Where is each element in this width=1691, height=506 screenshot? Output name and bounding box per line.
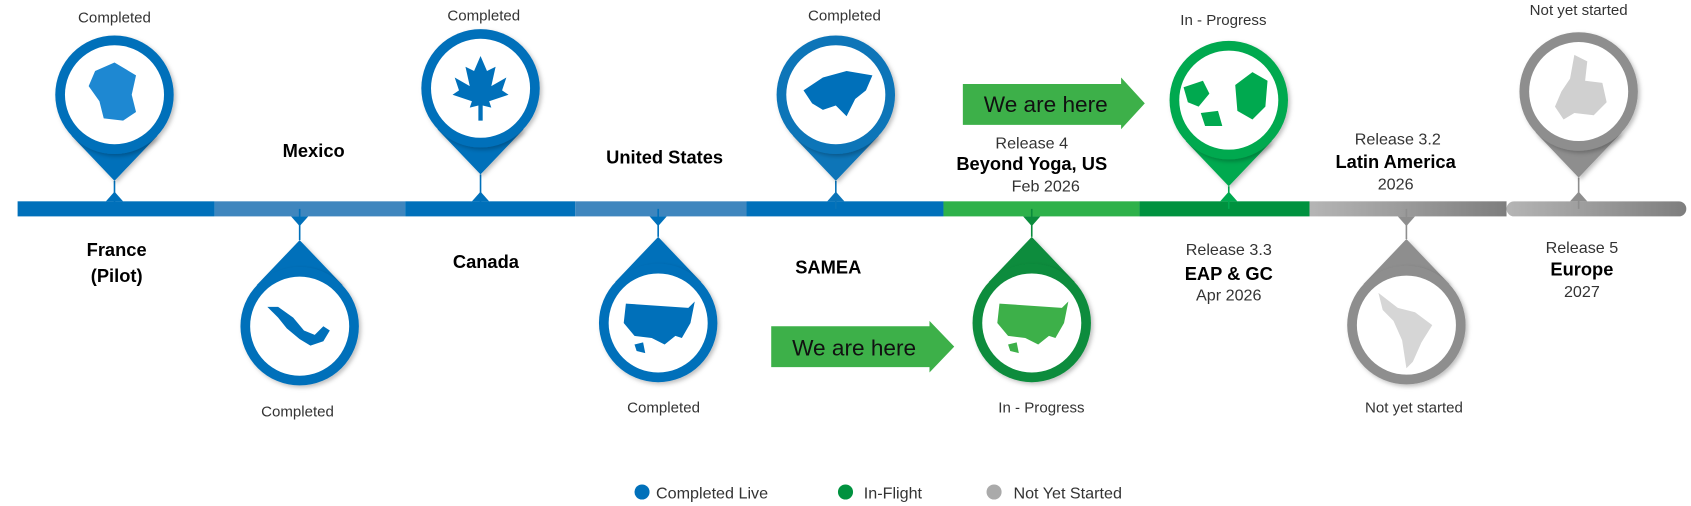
- status-beyond-yoga: In - Progress: [998, 399, 1084, 416]
- status-canada: Completed: [447, 7, 520, 24]
- france-map-icon: [88, 62, 137, 121]
- status-united-states: Completed: [627, 399, 700, 416]
- segment-release5: [1506, 201, 1687, 217]
- usa-map-icon: [623, 301, 695, 354]
- pin-notch: [471, 191, 490, 202]
- pin-notch: [105, 191, 124, 202]
- legend: Completed Live In-Flight Not Yet Started: [634, 484, 1122, 502]
- label-united-states: United States: [606, 147, 723, 168]
- status-samea: Completed: [808, 7, 881, 24]
- we-are-here-arrow-top: We are here: [962, 77, 1145, 130]
- status-europe: Not yet started: [1530, 2, 1628, 19]
- mexico-map-icon: [267, 306, 330, 346]
- legend-not-started: Not Yet Started: [1013, 484, 1121, 502]
- segment-release4: [943, 201, 1140, 217]
- segment-canada: [405, 201, 576, 217]
- label-latin-america: Latin America: [1335, 151, 1456, 172]
- svg-text:We are here: We are here: [984, 92, 1108, 117]
- legend-completed: Completed Live: [656, 484, 768, 502]
- release-4-label: Release 4: [995, 135, 1068, 153]
- label-eap-gc: EAP & GC: [1185, 263, 1273, 284]
- date-beyond-yoga: Feb 2026: [1012, 178, 1080, 196]
- date-europe: 2027: [1564, 283, 1600, 301]
- asia-map-icon: [803, 71, 873, 117]
- pin-4: [598, 208, 718, 383]
- we-are-here-arrow-bottom: We are here: [771, 320, 955, 373]
- timeline-bar: [17, 201, 1687, 217]
- segment-samea: [746, 201, 944, 217]
- pin-notch: [291, 216, 309, 227]
- status-eap-gc: In - Progress: [1180, 12, 1266, 29]
- latin-america-map-icon: [1378, 292, 1433, 369]
- maple-leaf-icon: [452, 55, 509, 121]
- date-eap-gc: Apr 2026: [1196, 286, 1261, 304]
- asia-pacific-map-icon: [1183, 72, 1268, 126]
- europe-map-icon: [1554, 54, 1607, 120]
- pin-notch: [649, 216, 667, 227]
- legend-dot-inflight: [837, 484, 854, 500]
- pin-notch: [827, 191, 845, 202]
- label-beyond-yoga: Beyond Yoga, US: [956, 153, 1107, 174]
- label-canada: Canada: [453, 251, 520, 272]
- pin-notch: [1397, 216, 1416, 227]
- status-mexico: Completed: [261, 404, 334, 421]
- release-5-label: Release 5: [1546, 239, 1619, 257]
- pin-9: [1519, 32, 1638, 209]
- label-mexico: Mexico: [283, 140, 345, 161]
- legend-inflight: In-Flight: [864, 484, 923, 502]
- pin-5: [776, 35, 896, 209]
- label-france: France: [87, 239, 147, 260]
- svg-text:We are here: We are here: [792, 335, 916, 360]
- pin-notch: [1220, 191, 1238, 202]
- segment-release33: [1139, 201, 1310, 217]
- usa-map-icon: [997, 301, 1069, 354]
- segment-mexico: [214, 201, 406, 217]
- status-france: Completed: [78, 10, 151, 27]
- pin-1: [55, 35, 174, 209]
- pin-8: [1347, 208, 1466, 385]
- pin-6: [972, 208, 1091, 383]
- segment-us: [575, 201, 747, 217]
- pin-notch: [1570, 191, 1588, 202]
- label-france-pilot: (Pilot): [91, 265, 143, 286]
- pin-7: [1169, 40, 1288, 209]
- pin-3: [421, 29, 540, 209]
- pin-2: [240, 208, 359, 386]
- segment-france: [17, 201, 215, 217]
- pin-notch: [1023, 216, 1041, 227]
- label-samea: SAMEA: [795, 256, 861, 277]
- release-32-label: Release 3.2: [1355, 130, 1441, 148]
- legend-dot-not-started: [986, 484, 1002, 500]
- legend-dot-completed: [634, 484, 650, 500]
- status-latin-america: Not yet started: [1365, 399, 1463, 416]
- date-latin-america: 2026: [1378, 175, 1414, 193]
- release-33-label: Release 3.3: [1186, 241, 1272, 259]
- segment-release32: [1309, 201, 1507, 217]
- label-europe: Europe: [1550, 259, 1613, 280]
